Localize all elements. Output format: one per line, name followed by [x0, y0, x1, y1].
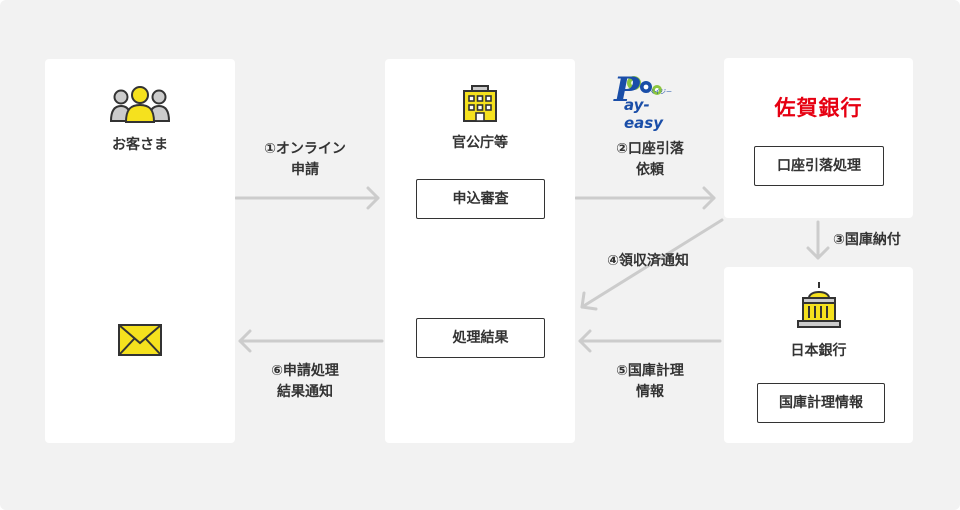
customer-label: お客さま	[112, 137, 168, 153]
flow-3-line1: ③国庫納付	[833, 232, 901, 248]
flow-6-line1: ⑥申請処理	[271, 363, 339, 379]
flow-label-3: ③国庫納付	[833, 230, 923, 251]
arrow-online-application	[234, 186, 380, 210]
arrow-treasury-accounting	[578, 329, 722, 353]
arrow-treasury-payment	[806, 220, 830, 260]
arrow-debit-request	[574, 186, 716, 210]
saga-bank-name: 佐賀銀行	[774, 96, 863, 120]
payeasy-mark-icon	[627, 76, 662, 95]
payeasy-text: ay-easy	[624, 96, 664, 132]
boj-building-icon	[797, 282, 841, 328]
flow-2-line2: 依頼	[636, 162, 664, 178]
flow-label-4: ④領収済通知	[588, 251, 708, 272]
flow-1-line2: 申請	[291, 162, 319, 178]
flow-label-1: ①オンライン 申請	[240, 139, 370, 181]
boj-label: 日本銀行	[790, 343, 847, 359]
flow-label-2: ②口座引落 依頼	[590, 139, 710, 181]
payeasy-letter: P	[614, 70, 640, 110]
customers-icon	[109, 86, 171, 123]
payeasy-logo: P ay-easy ペイジー	[612, 70, 684, 132]
arrow-receipt-notice	[580, 218, 724, 311]
debit-process-box: 口座引落処理	[754, 146, 884, 186]
payeasy-kana: ペイジー	[648, 89, 673, 96]
review-box: 申込審査	[416, 179, 545, 219]
arrow-result-notice	[238, 329, 384, 353]
result-box: 処理結果	[416, 318, 545, 358]
saga-bank-panel	[724, 58, 913, 218]
flow-label-6: ⑥申請処理 結果通知	[245, 361, 365, 403]
agency-panel	[385, 59, 575, 443]
flow-6-line2: 結果通知	[277, 384, 333, 400]
building-icon	[463, 85, 497, 122]
flow-2-line1: ②口座引落	[616, 141, 684, 157]
agency-label: 官公庁等	[452, 135, 508, 151]
flow-5-line1: ⑤国庫計理	[616, 363, 684, 379]
flow-1-line1: ①オンライン	[264, 141, 346, 157]
flow-label-5: ⑤国庫計理 情報	[590, 361, 710, 403]
flow-5-line2: 情報	[636, 384, 664, 400]
mail-icon	[118, 324, 162, 356]
treasury-info-box: 国庫計理情報	[757, 383, 885, 423]
flow-4-line1: ④領収済通知	[607, 253, 689, 269]
